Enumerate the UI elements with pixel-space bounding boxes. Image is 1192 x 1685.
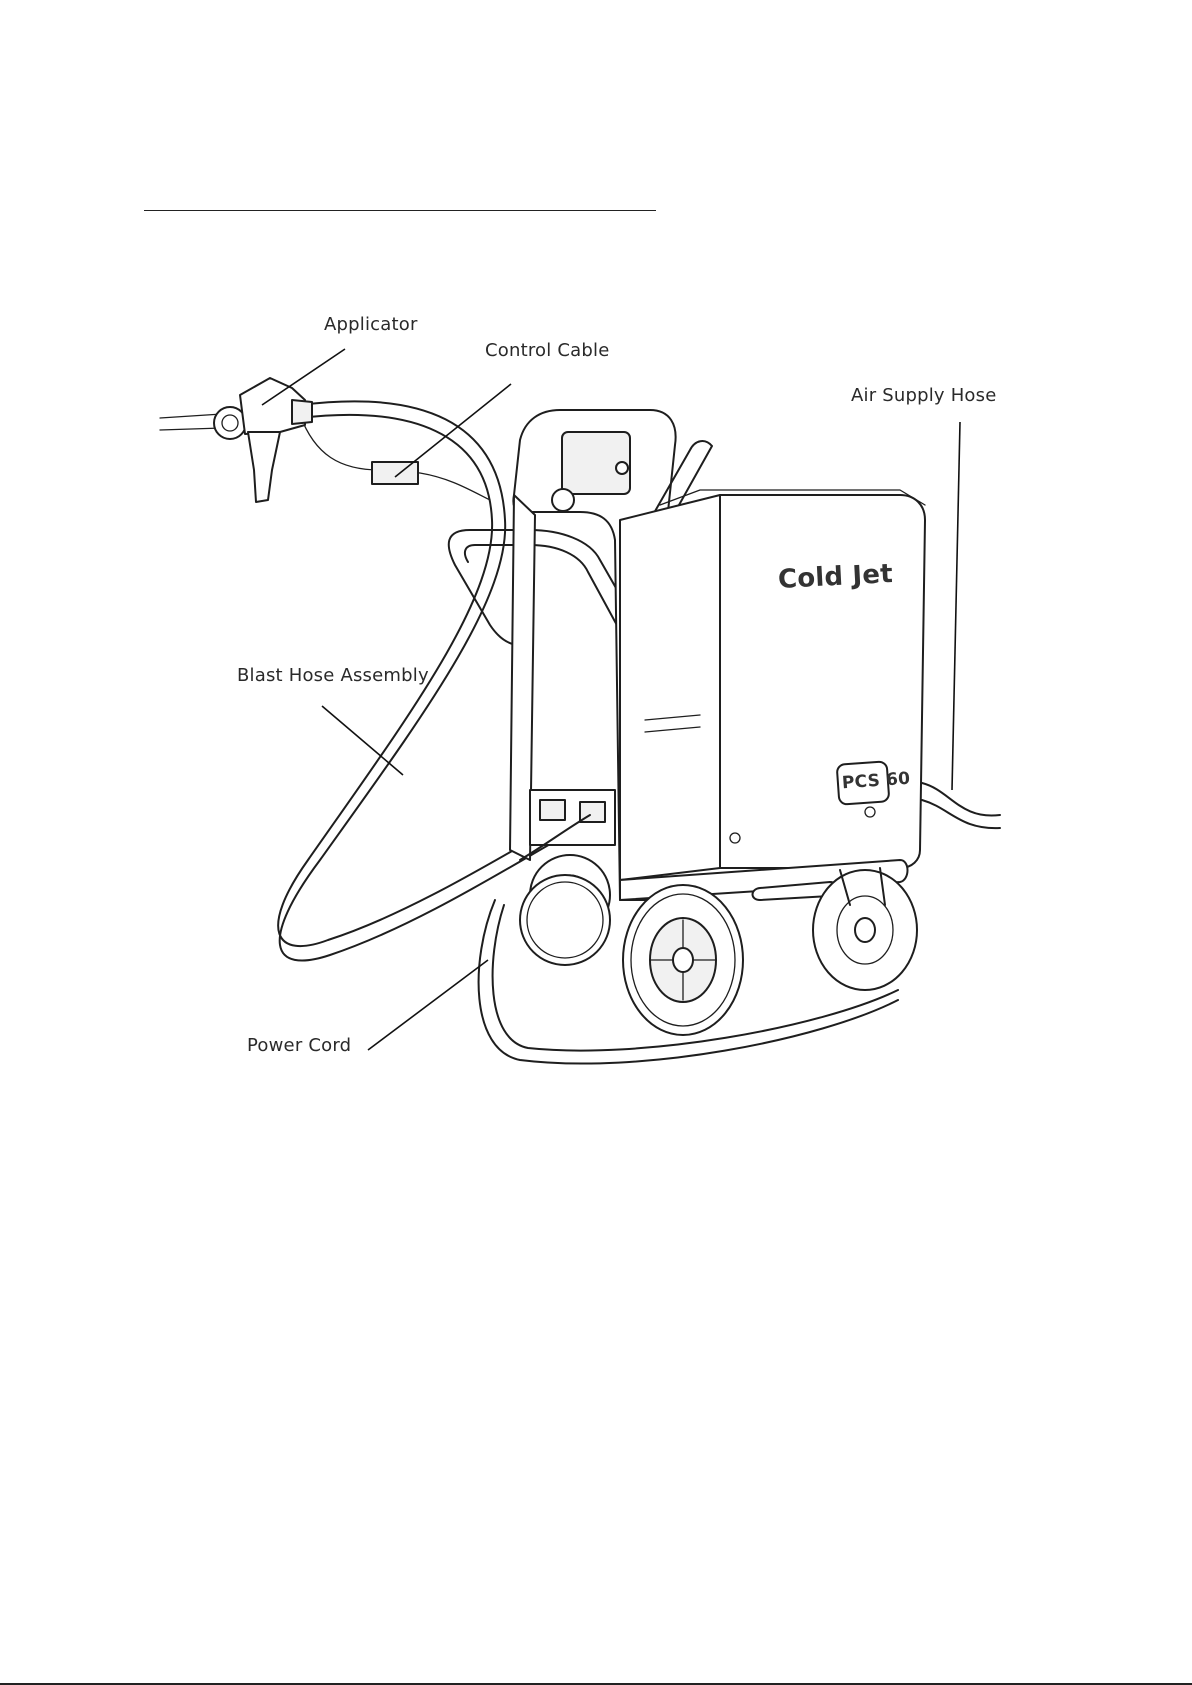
machine-body: [720, 495, 925, 868]
label-power-cord: Power Cord: [247, 1035, 351, 1056]
control-button: [616, 462, 628, 474]
caster-wheel: [813, 868, 917, 990]
control-cable-shape: [300, 415, 490, 500]
front-wheel: [623, 885, 743, 1035]
label-blast-hose-assembly: Blast Hose Assembly: [237, 665, 429, 686]
label-applicator: Applicator: [324, 314, 418, 335]
machine-front: [620, 495, 720, 880]
rear-connector: [540, 800, 565, 820]
leader-air-supply-hose: [952, 422, 960, 790]
brand-logo: Cold Jet: [777, 559, 893, 595]
applicator-gun: [160, 378, 312, 502]
air-supply-hose-shape-inner: [922, 800, 1000, 828]
leader-control-cable: [395, 384, 511, 477]
label-air-supply-hose: Air Supply Hose: [851, 385, 997, 406]
leader-applicator: [262, 349, 345, 405]
control-knob: [552, 489, 574, 511]
leader-power-cord: [368, 960, 488, 1050]
air-supply-hose-shape: [922, 783, 1000, 816]
rear-wheel-left: [520, 875, 610, 965]
control-cable-connector: [372, 462, 418, 484]
label-control-cable: Control Cable: [485, 340, 610, 361]
machine-handle-inner: [465, 545, 625, 640]
